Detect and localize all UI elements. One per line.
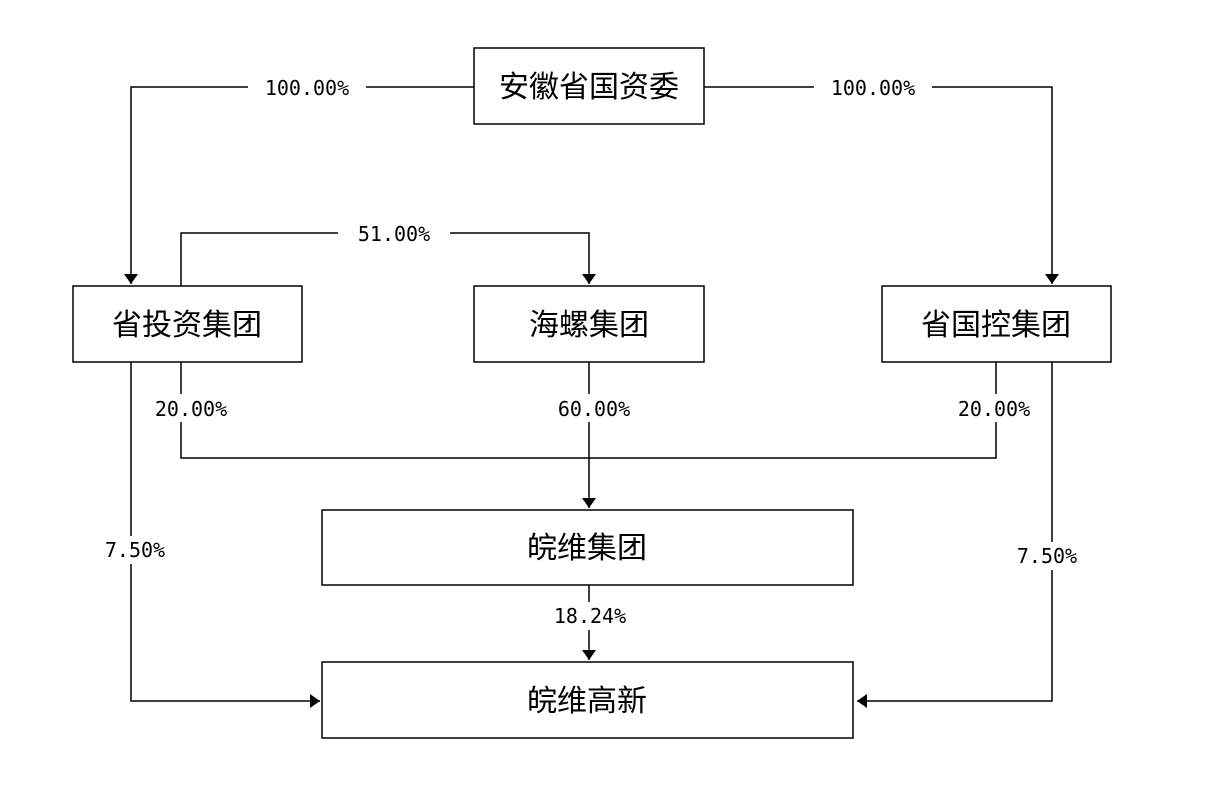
- pct-label-investment-to-wanwei-group: 20.00%: [155, 397, 227, 421]
- pct-label-state-holding-to-wanwei-group: 20.00%: [958, 397, 1030, 421]
- node-state-holding-group: 省国控集团: [881, 285, 1112, 363]
- node-wanwei-group: 皖维集团: [321, 509, 854, 586]
- pct-label-hailuo-to-wanwei-group: 60.00%: [558, 397, 630, 421]
- pct-label-sasac-to-investment: 100.00%: [265, 76, 349, 100]
- node-label-hailuo-group: 海螺集团: [529, 308, 649, 343]
- edge-state-holding-to-wanwei-group: [589, 362, 997, 459]
- edge-sasac-to-state-holding: [704, 86, 1059, 284]
- edge-investment-to-wanwei-group: [180, 362, 589, 459]
- pct-label-wanwei-group-to-hitech: 18.24%: [554, 604, 626, 628]
- pct-label-state-holding-to-hitech: 7.50%: [1017, 544, 1077, 568]
- pct-label-investment-to-hailuo: 51.00%: [358, 222, 430, 246]
- pct-label-sasac-to-state-holding: 100.00%: [831, 76, 915, 100]
- edge-state-holding-to-hitech: [857, 362, 1053, 708]
- node-hailuo-group: 海螺集团: [473, 285, 705, 363]
- node-label-state-holding-group: 省国控集团: [921, 308, 1071, 343]
- node-label-wanwei-group: 皖维集团: [527, 531, 647, 566]
- node-label-sasac: 安徽省国资委: [499, 70, 679, 105]
- node-wanwei-hitech: 皖维高新: [321, 661, 854, 739]
- edge-investment-to-hitech: [130, 362, 320, 708]
- pct-label-investment-to-hitech: 7.50%: [105, 538, 165, 562]
- node-label-investment-group: 省投资集团: [112, 308, 262, 343]
- node-label-wanwei-hitech: 皖维高新: [527, 684, 647, 719]
- node-investment-group: 省投资集团: [72, 285, 303, 363]
- edge-sasac-to-investment: [124, 86, 474, 284]
- node-sasac: 安徽省国资委: [473, 47, 705, 125]
